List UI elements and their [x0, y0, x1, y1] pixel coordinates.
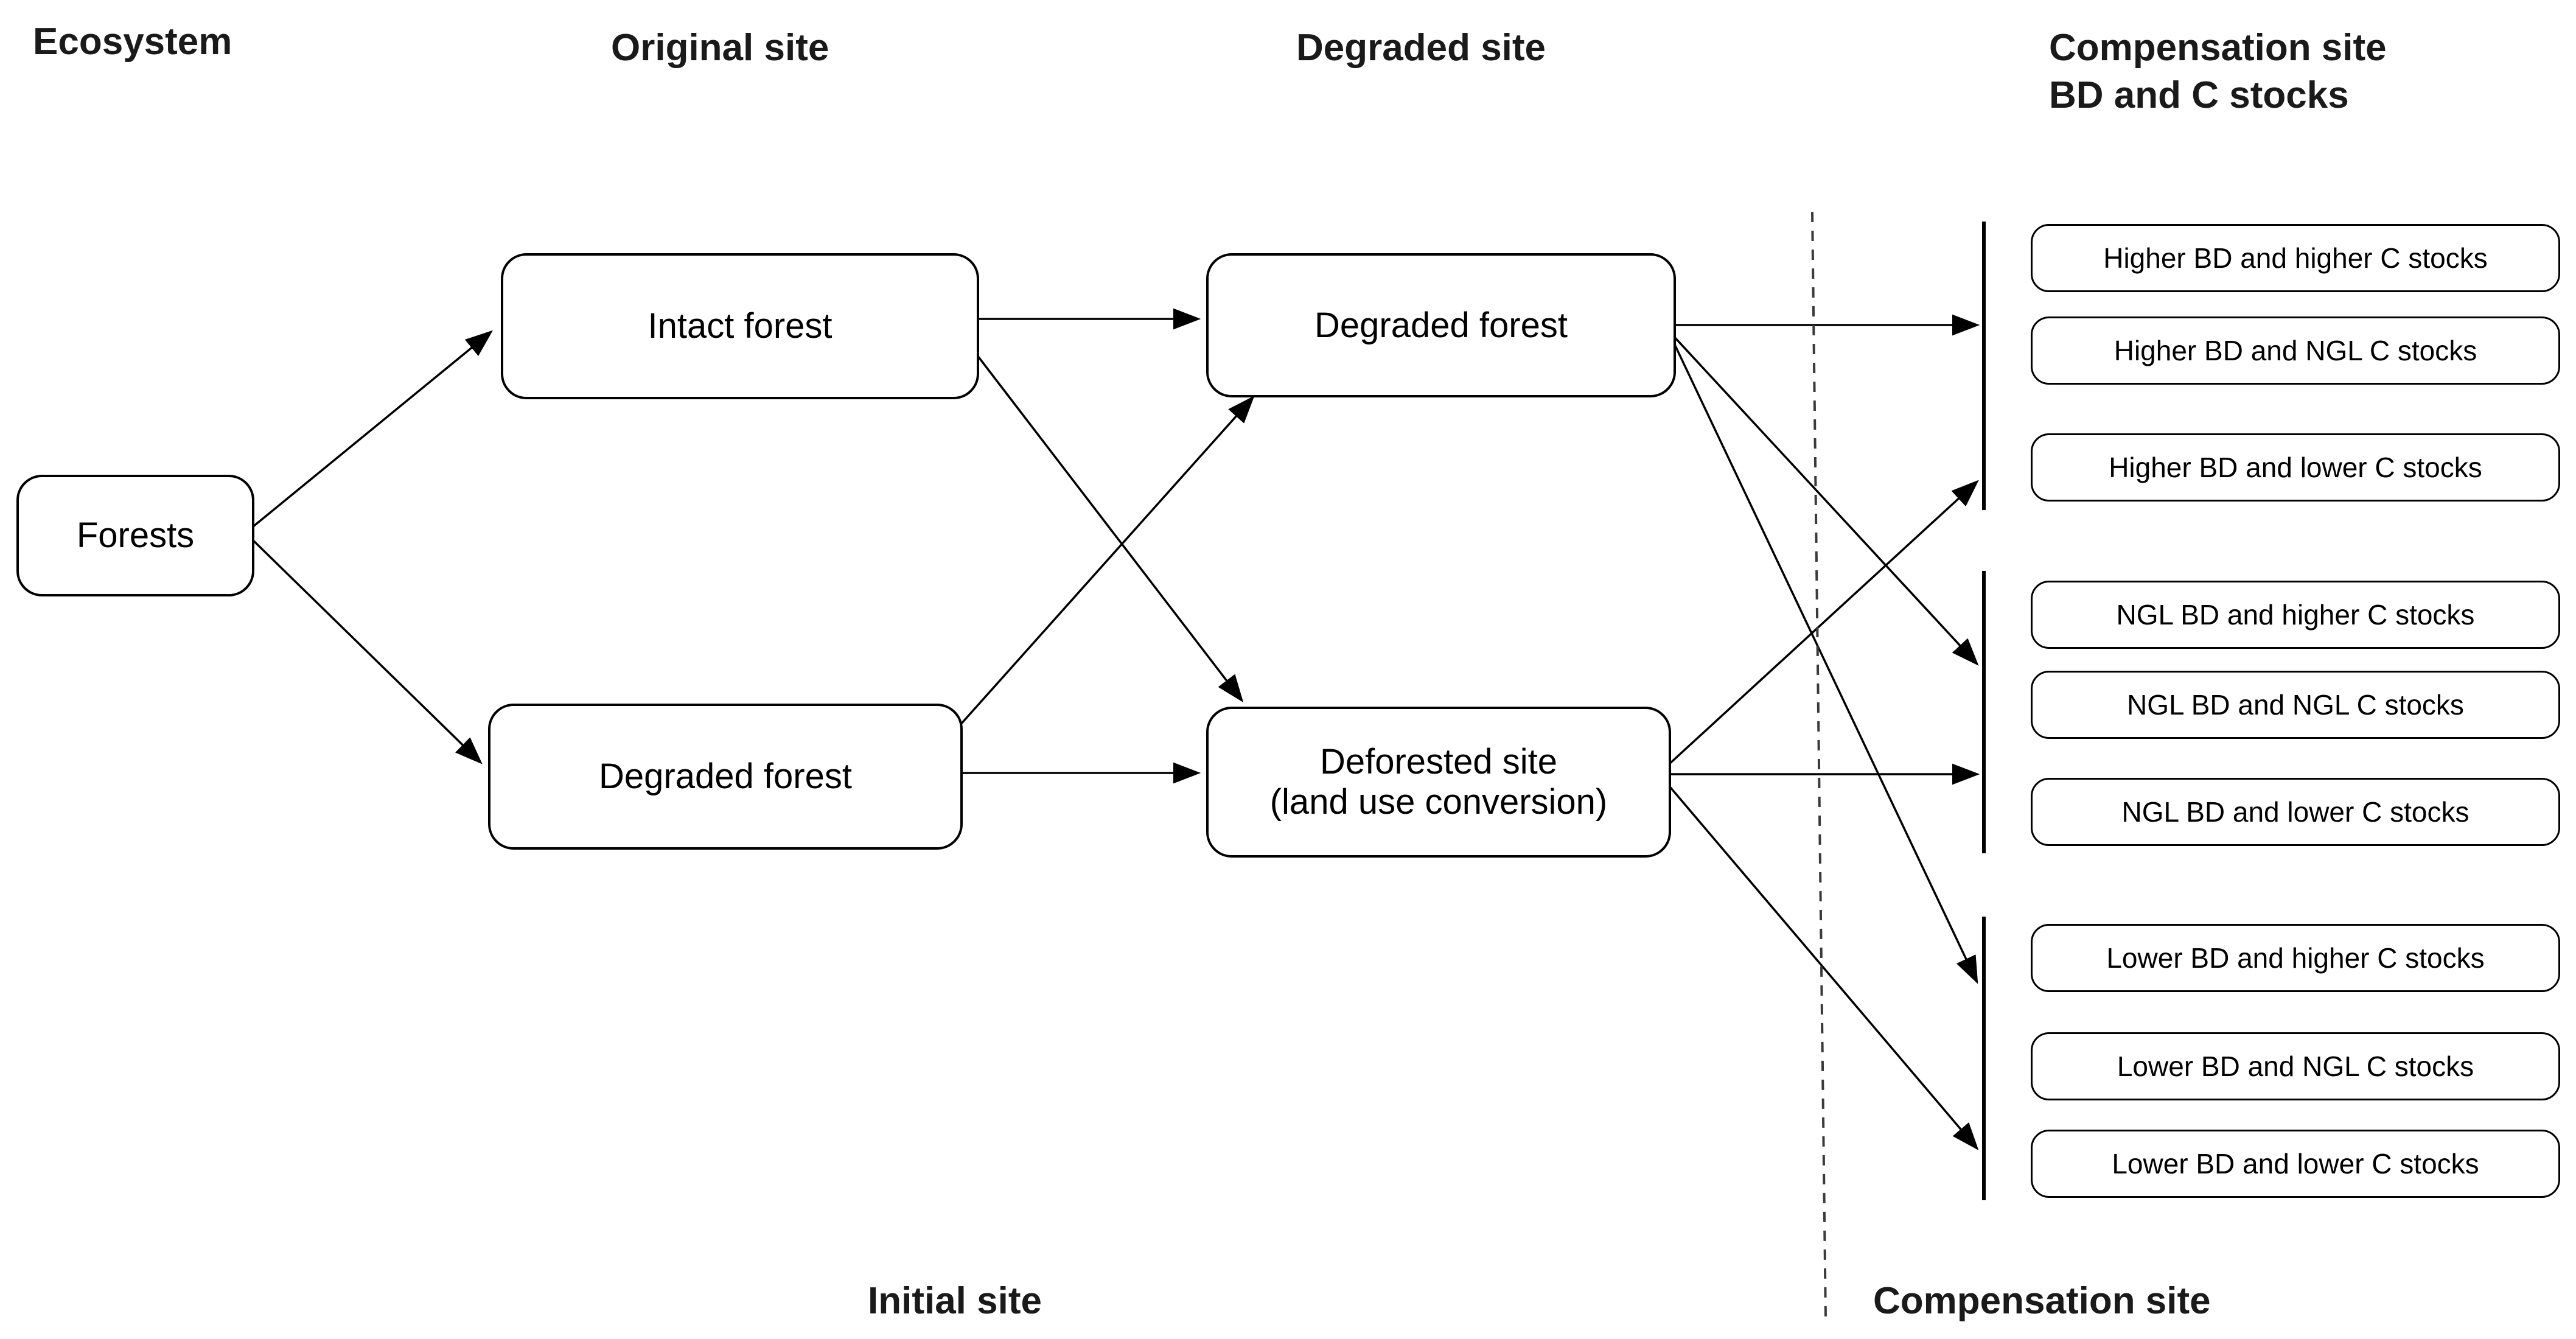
arrow-intact-to-deforested-site — [976, 354, 1244, 703]
outcome-label: Lower BD and NGL C stocks — [2117, 1051, 2474, 1082]
node-deforested-site-line2: (land use conversion) — [1269, 782, 1608, 822]
header-compensation-site: Compensation site BD and C stocks — [2049, 24, 2387, 119]
footer-initial-site: Initial site — [868, 1280, 1042, 1322]
outcome-higher-bd-ngl-c: Higher BD and NGL C stocks — [2031, 316, 2560, 385]
outcome-ngl-bd-lower-c: NGL BD and lower C stocks — [2031, 778, 2560, 846]
outcome-ngl-bd-higher-c: NGL BD and higher C stocks — [2031, 581, 2560, 649]
outcome-higher-bd-lower-c: Higher BD and lower C stocks — [2031, 433, 2560, 502]
header-compensation-site-line2: BD and C stocks — [2049, 74, 2349, 116]
footer-compensation-site: Compensation site — [1873, 1280, 2211, 1322]
outcome-ngl-bd-ngl-c: NGL BD and NGL C stocks — [2031, 671, 2560, 739]
node-degraded-forest-degraded-label: Degraded forest — [1314, 305, 1568, 345]
dashed-divider — [1811, 211, 1827, 1319]
arrow-degraded-to-degraded-forest — [958, 396, 1255, 727]
node-degraded-forest-original-label: Degraded forest — [599, 757, 852, 796]
node-deforested-site-label: Deforested site (land use conversion) — [1270, 742, 1608, 822]
outcome-label: NGL BD and higher C stocks — [2116, 599, 2475, 631]
node-intact-forest-label: Intact forest — [647, 306, 832, 346]
outcome-lower-bd-lower-c: Lower BD and lower C stocks — [2031, 1130, 2560, 1198]
node-degraded-forest-original: Degraded forest — [488, 704, 963, 850]
outcome-label: Higher BD and higher C stocks — [2103, 242, 2488, 274]
node-deforested-site: Deforested site (land use conversion) — [1206, 707, 1671, 858]
arrow-degforest-to-group3 — [1672, 341, 1978, 984]
header-degraded-site: Degraded site — [1296, 27, 1546, 69]
outcome-higher-bd-higher-c: Higher BD and higher C stocks — [2031, 224, 2560, 292]
outcome-label: Higher BD and NGL C stocks — [2114, 335, 2477, 366]
header-compensation-site-line1: Compensation site — [2049, 27, 2387, 69]
arrow-forests-to-degraded-forest — [248, 536, 483, 764]
arrow-deforested-to-group3 — [1666, 783, 1979, 1151]
header-original-site: Original site — [611, 27, 829, 69]
outcome-lower-bd-higher-c: Lower BD and higher C stocks — [2031, 924, 2560, 992]
arrow-forests-to-intact-forest — [248, 330, 494, 531]
node-deforested-site-line1: Deforested site — [1319, 742, 1558, 781]
outcome-label: Higher BD and lower C stocks — [2109, 452, 2482, 483]
header-ecosystem: Ecosystem — [33, 21, 232, 63]
outcome-lower-bd-ngl-c: Lower BD and NGL C stocks — [2031, 1032, 2560, 1100]
outcome-label: NGL BD and lower C stocks — [2121, 796, 2470, 828]
node-degraded-forest-degraded: Degraded forest — [1206, 253, 1676, 397]
node-forests-label: Forests — [76, 516, 195, 555]
outcome-label: Lower BD and lower C stocks — [2112, 1148, 2479, 1180]
node-forests: Forests — [16, 475, 254, 596]
node-intact-forest: Intact forest — [501, 253, 979, 399]
arrow-deforested-to-group1 — [1666, 480, 1979, 767]
arrow-degforest-to-group2 — [1671, 334, 1979, 666]
outcome-label: Lower BD and higher C stocks — [2106, 942, 2485, 974]
outcome-label: NGL BD and NGL C stocks — [2127, 689, 2464, 721]
